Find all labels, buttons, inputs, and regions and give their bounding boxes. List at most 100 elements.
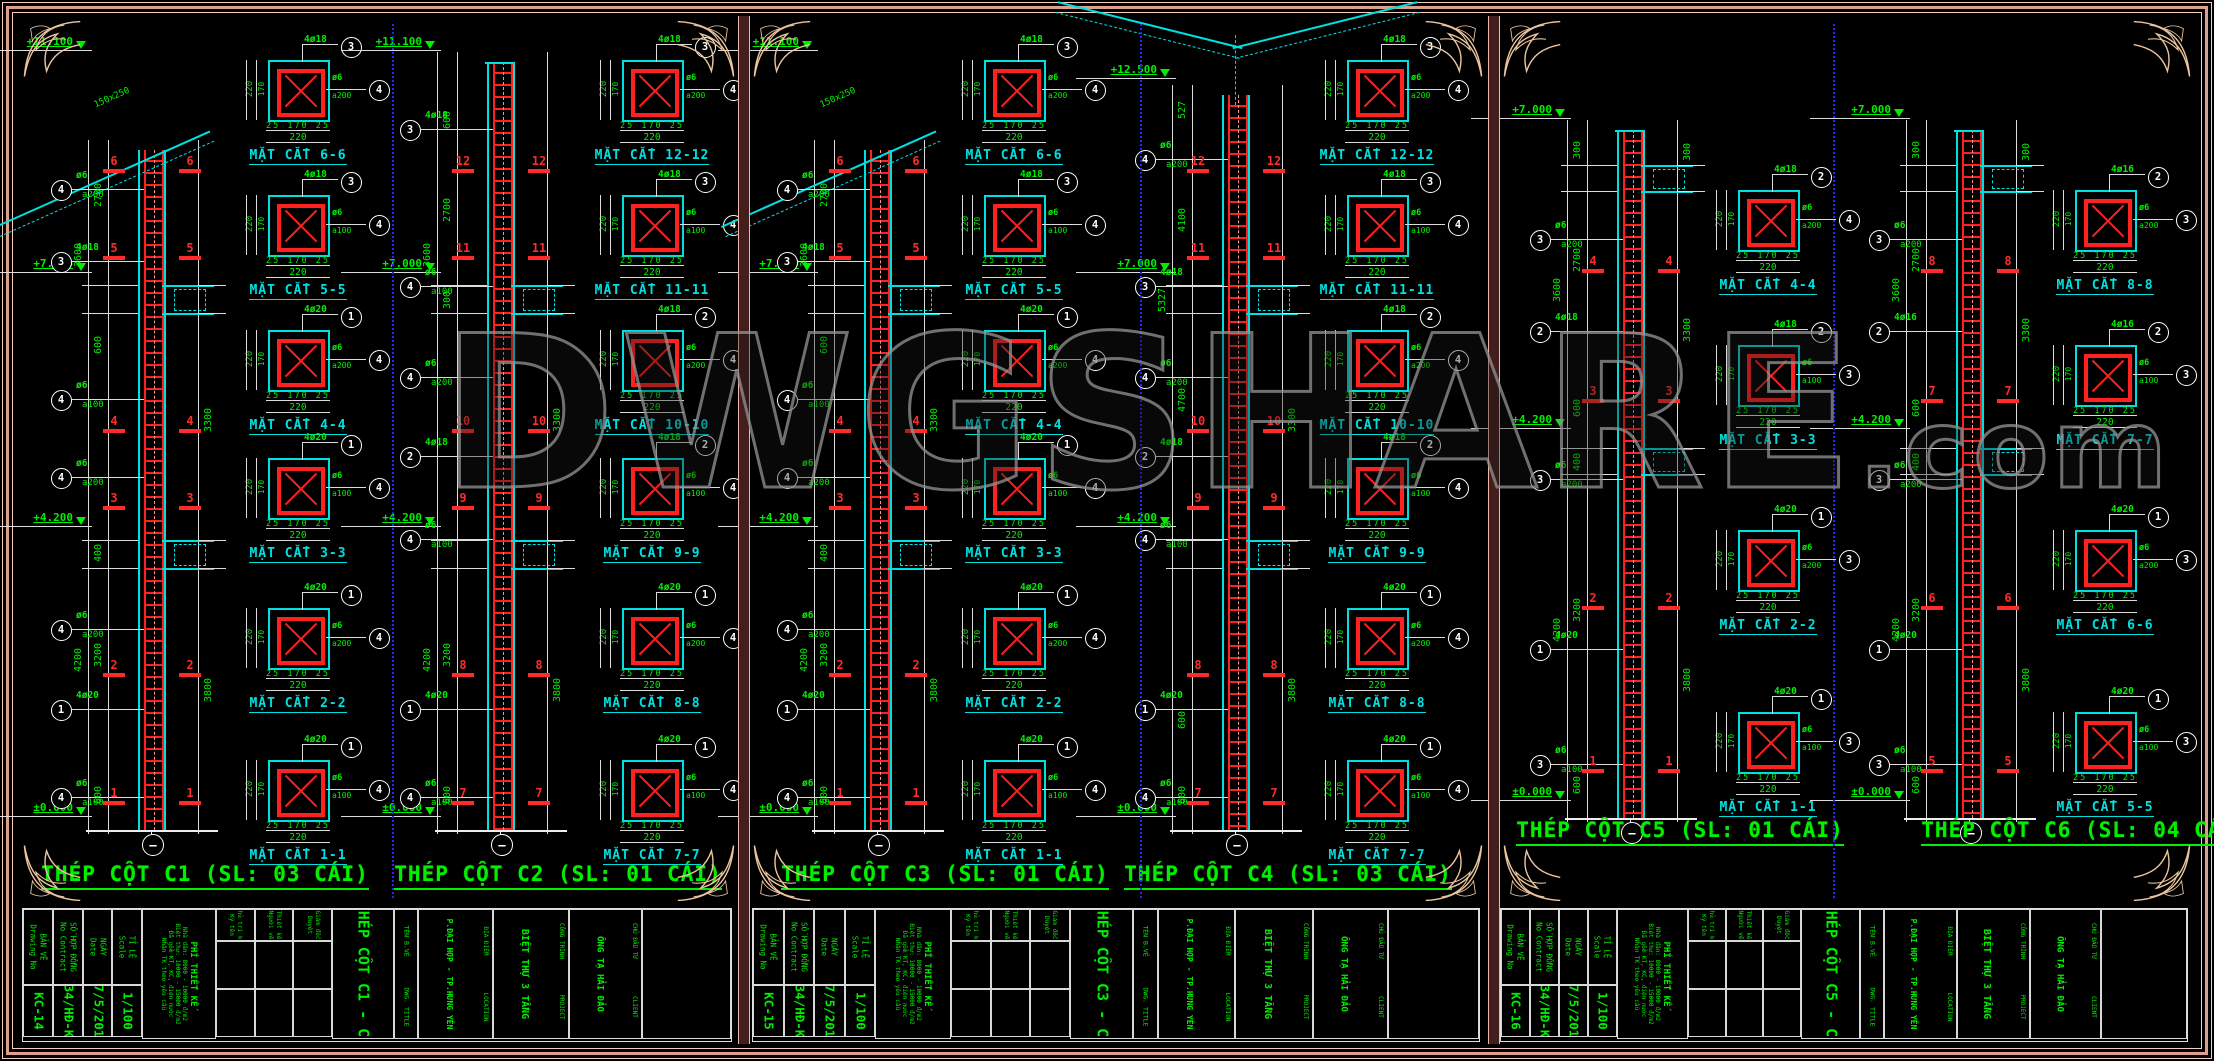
cut-mark-bar: [1263, 256, 1285, 260]
dim-line-h: [1076, 526, 1176, 527]
dim-line-v: [864, 150, 866, 830]
dim-line-h: [620, 412, 684, 413]
gable-rafter-left: [1055, 1, 1243, 59]
dim-label: 2700: [1910, 247, 1922, 273]
section-outer-square: [622, 60, 684, 122]
elevation-triangle-icon: [425, 263, 435, 271]
elevation-value: +4.200: [759, 511, 799, 524]
dim-label-right: 3800: [1681, 667, 1693, 693]
dim-line-h: [1561, 474, 1617, 475]
panel-title: THÉP CỘT C2 (SL: 01 CÁI): [378, 862, 738, 890]
titleblock-text: CHỦ ĐẦU TƯ: [1376, 923, 1384, 959]
cut-mark-bar: [1187, 673, 1209, 677]
cut-mark-bar: [1187, 506, 1209, 510]
section-label-text: MẶT CẮT 3-3: [249, 546, 347, 563]
titleblock-text-line: TÊN B.VẼ: [1141, 925, 1150, 957]
section-stirrup-label: ø6: [2139, 203, 2150, 213]
bar-mark-circle: 3: [1529, 469, 1551, 491]
dim-line-v: [2063, 530, 2064, 590]
dim-line-v: [246, 60, 247, 120]
elevation-value: +4.200: [382, 511, 422, 524]
titleblock-field-value: 434/HĐ-KT: [783, 985, 815, 1037]
dim-line-h: [1641, 448, 1693, 450]
titleblock-text-line: 17/5/2011: [1566, 985, 1582, 1037]
dim-line-h: [656, 179, 692, 180]
bar-mark-text: ø6: [425, 267, 437, 278]
dim-line-h: [808, 568, 864, 569]
bar-mark-text: ø6: [802, 170, 814, 181]
dim-line-h: [924, 313, 952, 314]
bar-mark-circle: 4: [50, 467, 72, 489]
dim-label: 2700: [1571, 247, 1583, 273]
corner-flourish-icon: [20, 842, 82, 904]
dim-line-h: [680, 487, 720, 488]
section-bars-circle: 2: [1419, 434, 1441, 456]
bar-mark-text: ø6: [76, 170, 88, 181]
section-bars-circle: 1: [340, 584, 362, 606]
section-bars-circle: 1: [1810, 506, 1832, 528]
dim-line-h: [982, 277, 1046, 278]
section-label-text: MẶT CẮT 3-3: [1719, 433, 1817, 450]
section-stirrup-label: ø6: [1048, 73, 1059, 83]
dim-line-v: [600, 195, 601, 255]
titleblock-text: BIỆT THỰ 3 TẦNG: [1261, 929, 1273, 1019]
section-stirrup-circle: 4: [368, 349, 390, 371]
beam-dashed-box: [523, 289, 555, 311]
titleblock-text-line: BIỆT THỰ 3 TẦNG: [1261, 928, 1273, 1020]
cut-mark-bar: [1658, 769, 1680, 773]
dwg-title-label-seg: TÊN B.VẼ: [1134, 910, 1156, 971]
titleblock-text-line: SỐ HỢP ĐỒNG: [68, 922, 78, 972]
dim-label-right: 3300: [202, 407, 214, 433]
bar-mark-text: ø6: [1555, 745, 1567, 756]
section-inner-square: [631, 339, 679, 387]
cut-mark-number: 6: [186, 154, 194, 168]
bar-mark-circle: 1: [1134, 699, 1156, 721]
dim-line-h: [656, 744, 692, 745]
section-bars-circle: 1: [2147, 506, 2169, 528]
dim-line-h: [1381, 592, 1417, 593]
cut-mark-bar: [905, 429, 927, 433]
section-stirrup-label2: a200: [1048, 361, 1068, 370]
dim-label: 400: [1910, 452, 1922, 472]
elevation-marker: +7.000: [1078, 257, 1170, 271]
section-bars-label: 4ø18: [1774, 319, 1797, 330]
grid-bubble: –: [142, 834, 164, 856]
dim-label: 3200: [1910, 597, 1922, 623]
section-stirrup-label: ø6: [1411, 621, 1422, 631]
bar-mark-text2: a200: [431, 378, 453, 388]
section-stirrup-label: ø6: [1411, 343, 1422, 353]
titleblock-text-line: PROJECT: [557, 994, 565, 1020]
dim-line-h: [266, 130, 330, 131]
dim-line-h: [302, 744, 338, 745]
cut-mark-number: 6: [836, 154, 844, 168]
dwg-title-label-seg: DWG. TITLE: [395, 977, 417, 1038]
titleblock-text-line: ĐỊA ĐIỂM: [1224, 926, 1232, 956]
titleblock-text: BIỆT THỰ 3 TẦNG: [1980, 929, 1992, 1019]
cut-mark-number: 5: [1928, 754, 1936, 768]
titleblock-text-line: Giám đốc: [1051, 910, 1059, 940]
dim-line-h: [1042, 487, 1082, 488]
section-dim-bottom-row: 25 170 25: [981, 391, 1047, 401]
fee-box-line: Đã gồm KT, KC, điện nước: [167, 930, 175, 1018]
fee-box-title: PHÍ THIẾT KẾ: [188, 941, 199, 1007]
signature-empty-cell: [950, 989, 991, 1037]
cut-mark-bar: [1187, 256, 1209, 260]
dim-line-h: [1381, 442, 1417, 443]
titleblock-text-line: 17/5/2011: [90, 985, 106, 1037]
dim-line-h: [1565, 818, 1697, 820]
dim-line-h: [1345, 528, 1409, 529]
cut-mark-number: 5: [2004, 754, 2012, 768]
cut-mark-number: 5: [912, 241, 920, 255]
titleblock-field-value: 1/100: [844, 985, 876, 1037]
section-stirrup-circle: 3: [2175, 549, 2197, 571]
section-inner-square: [2084, 354, 2132, 402]
dim-line-h: [431, 568, 487, 569]
